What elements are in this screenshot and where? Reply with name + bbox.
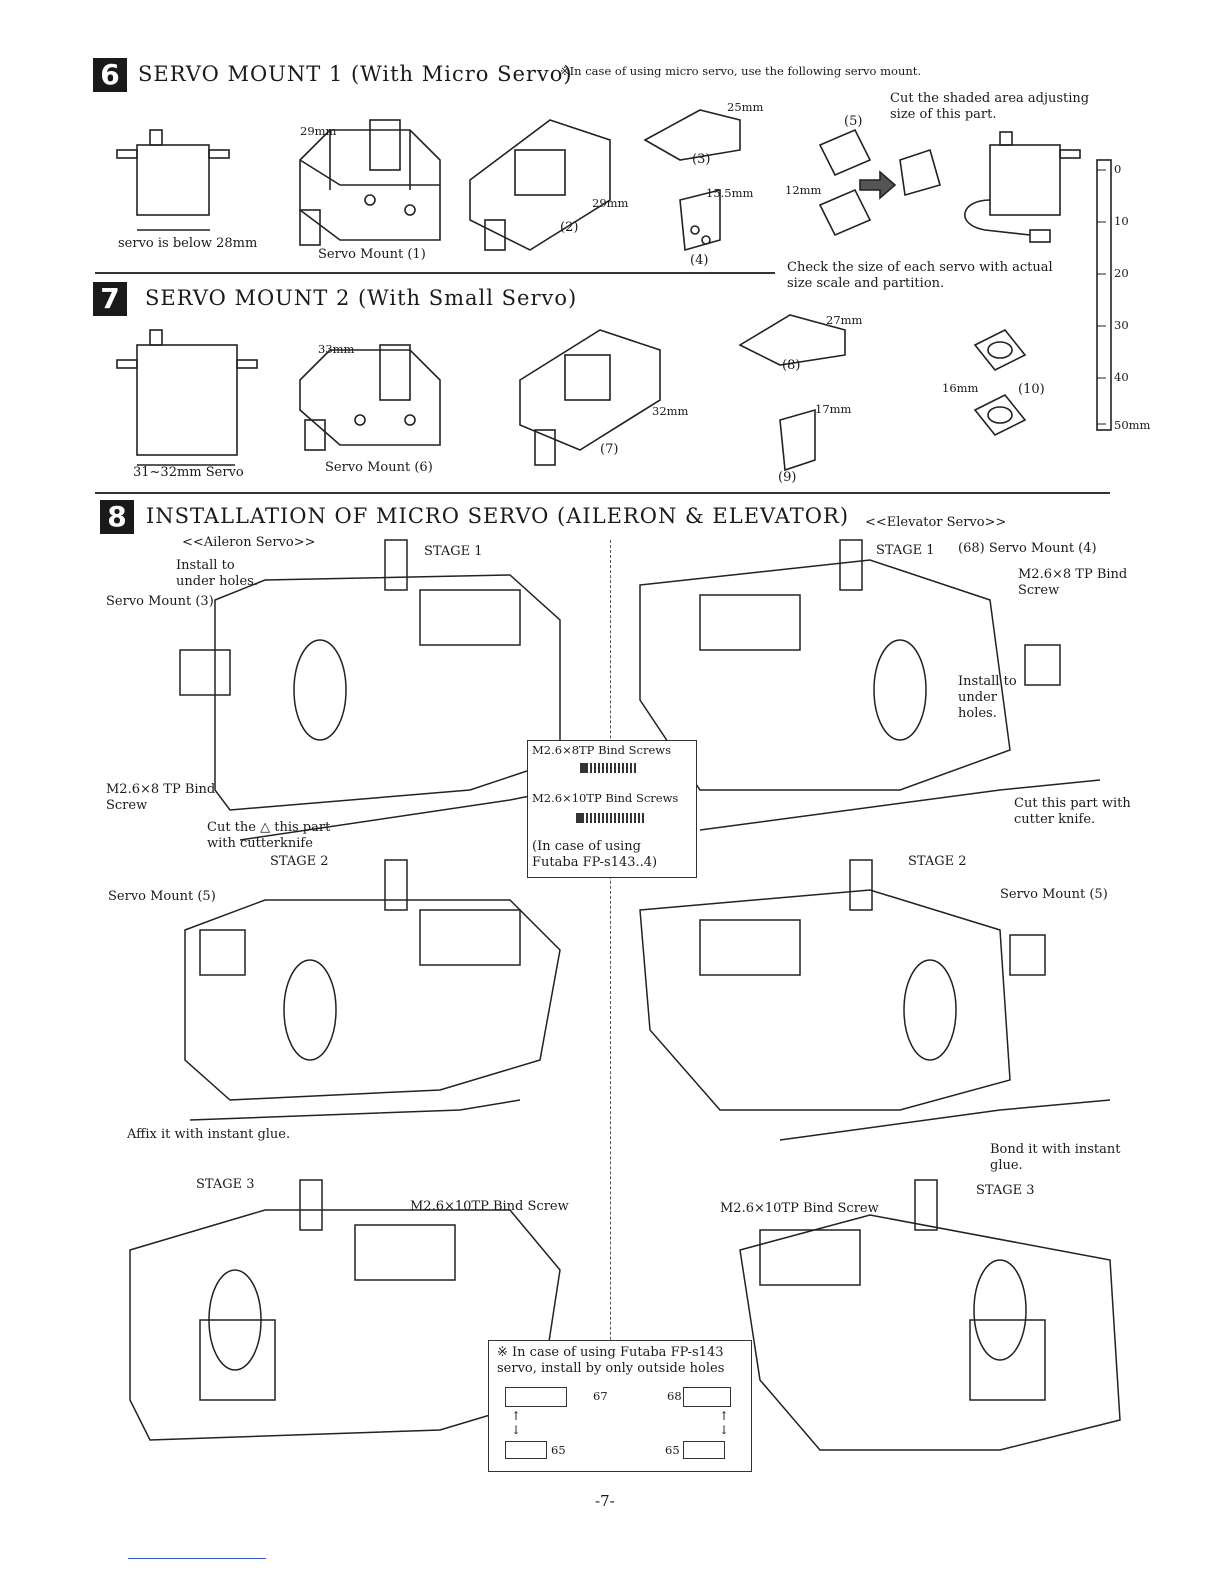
a2-mount-label: Servo Mount (5) (108, 889, 216, 904)
fn-65a-label: 65 (551, 1443, 566, 1457)
screw-10mm-label: M2.6×10TP Bind Screws (532, 791, 679, 805)
fn-up-arrow-right: ↑ (719, 1409, 730, 1423)
a1-cut-note: Cut the △ this part with cutterknife (207, 820, 331, 851)
futaba-note-box: ※ In case of using Futaba FP-s143 servo,… (488, 1340, 752, 1472)
fn-down-arrow-right: ↓ (719, 1423, 730, 1437)
section-7-title: SERVO MOUNT 2 (With Small Servo) (145, 286, 578, 310)
stage3-aileron-label: STAGE 3 (196, 1177, 255, 1192)
screw-8mm-icon (580, 763, 636, 773)
e1-mount-label: (68) Servo Mount (4) (958, 541, 1097, 556)
fn-part-68 (683, 1387, 731, 1407)
screws-box: M2.6×8TP Bind Screws M2.6×10TP Bind Scre… (527, 740, 697, 878)
fn-part-67 (505, 1387, 567, 1407)
scale-30: 30 (1114, 318, 1129, 332)
futaba-note-text: ※ In case of using Futaba FP-s143 servo,… (497, 1345, 725, 1376)
fn-part-65a (505, 1441, 547, 1459)
screw-futaba-note: (In case of using Futaba FP-s143..4) (532, 839, 658, 870)
s6-p3-label: (3) (692, 152, 711, 167)
a1-screw-label: M2.6×8 TP Bind Screw (106, 782, 216, 813)
screw-10mm-icon (576, 813, 646, 823)
stage1-aileron-label: STAGE 1 (424, 544, 483, 559)
s7-p8-label: (8) (782, 358, 801, 373)
fn-down-arrow-left: ↓ (511, 1423, 522, 1437)
stage2-elevator-label: STAGE 2 (908, 854, 967, 869)
s7-p10-dim: 16mm (942, 381, 979, 395)
stage1-elevator-label: STAGE 1 (876, 543, 935, 558)
s6-p3-dim: 25mm (727, 100, 764, 114)
section-7-badge: 7 (93, 282, 127, 316)
s6-p5-label: (5) (844, 114, 863, 129)
divider-7-8 (95, 492, 1110, 494)
footer-rule (128, 1558, 266, 1559)
stage2-aileron-label: STAGE 2 (270, 854, 329, 869)
s6-servo-label: servo is below 28mm (118, 236, 258, 251)
a2-affix-note: Affix it with instant glue. (127, 1127, 291, 1142)
stage3-elevator-label: STAGE 3 (976, 1183, 1035, 1198)
e1-install-note: Install to under holes. (958, 674, 1017, 721)
e3-screw-label: M2.6×10TP Bind Screw (720, 1201, 879, 1216)
s7-p8-dim: 27mm (826, 313, 863, 327)
s6-p2-label: (2) (560, 220, 579, 235)
scale-0: 0 (1114, 162, 1122, 176)
s7-mount-dim: 33mm (318, 342, 355, 356)
scale-40: 40 (1114, 370, 1129, 384)
fn-up-arrow-left: ↑ (511, 1409, 522, 1423)
section-8-badge: 8 (100, 500, 134, 534)
s6-mount-dim: 29mm (300, 124, 337, 138)
divider-6-7 (95, 272, 775, 274)
center-divider (610, 540, 611, 1470)
scale-50: 50mm (1114, 418, 1151, 432)
s7-p7-dim: 32mm (652, 404, 689, 418)
section-8-title: INSTALLATION OF MICRO SERVO (AILERON & E… (146, 504, 850, 528)
s6-p4-label: (4) (690, 253, 709, 268)
s6-check-note: Check the size of each servo with actual… (787, 260, 1053, 291)
fn-part-65b (683, 1441, 725, 1459)
screw-8mm-label: M2.6×8TP Bind Screws (532, 743, 671, 757)
s6-mount-label: Servo Mount (1) (318, 247, 426, 262)
section-6-badge: 6 (93, 58, 127, 92)
a1-install-note: Install to under holes. (176, 558, 258, 589)
scale-10: 10 (1114, 214, 1129, 228)
a3-screw-label: M2.6×10TP Bind Screw (410, 1199, 569, 1214)
s7-p9-label: (9) (778, 470, 797, 485)
fn-67-label: 67 (593, 1389, 608, 1403)
s6-p5-dim: 12mm (785, 183, 822, 197)
elevator-header: <<Elevator Servo>> (865, 515, 1007, 530)
s6-p4-dim: 15.5mm (706, 186, 754, 200)
s6-cut-note: Cut the shaded area adjusting size of th… (890, 91, 1090, 122)
section-6-note: ※In case of using micro servo, use the f… (560, 64, 922, 78)
scale-20: 20 (1114, 266, 1129, 280)
s7-p7-label: (7) (600, 442, 619, 457)
s7-p9-dim: 17mm (815, 402, 852, 416)
e1-screw-label: M2.6×8 TP Bind Screw (1018, 567, 1128, 598)
s7-p10-label: (10) (1018, 382, 1045, 397)
fn-65b-label: 65 (665, 1443, 680, 1457)
fn-68-label: 68 (667, 1389, 682, 1403)
a1-mount-label: Servo Mount (3) (106, 594, 214, 609)
e1-cut-note: Cut this part with cutter knife. (1014, 796, 1131, 827)
aileron-header: <<Aileron Servo>> (182, 535, 316, 550)
s7-mount-label: Servo Mount (6) (325, 460, 433, 475)
s7-servo-label: 31~32mm Servo (133, 465, 244, 480)
e2-mount-label: Servo Mount (5) (1000, 887, 1108, 902)
section-6-title: SERVO MOUNT 1 (With Micro Servo) (138, 62, 573, 86)
e2-bond-note: Bond it with instant glue. (990, 1142, 1121, 1173)
page-number: -7- (595, 1492, 615, 1510)
s6-p2-dim: 29mm (592, 196, 629, 210)
